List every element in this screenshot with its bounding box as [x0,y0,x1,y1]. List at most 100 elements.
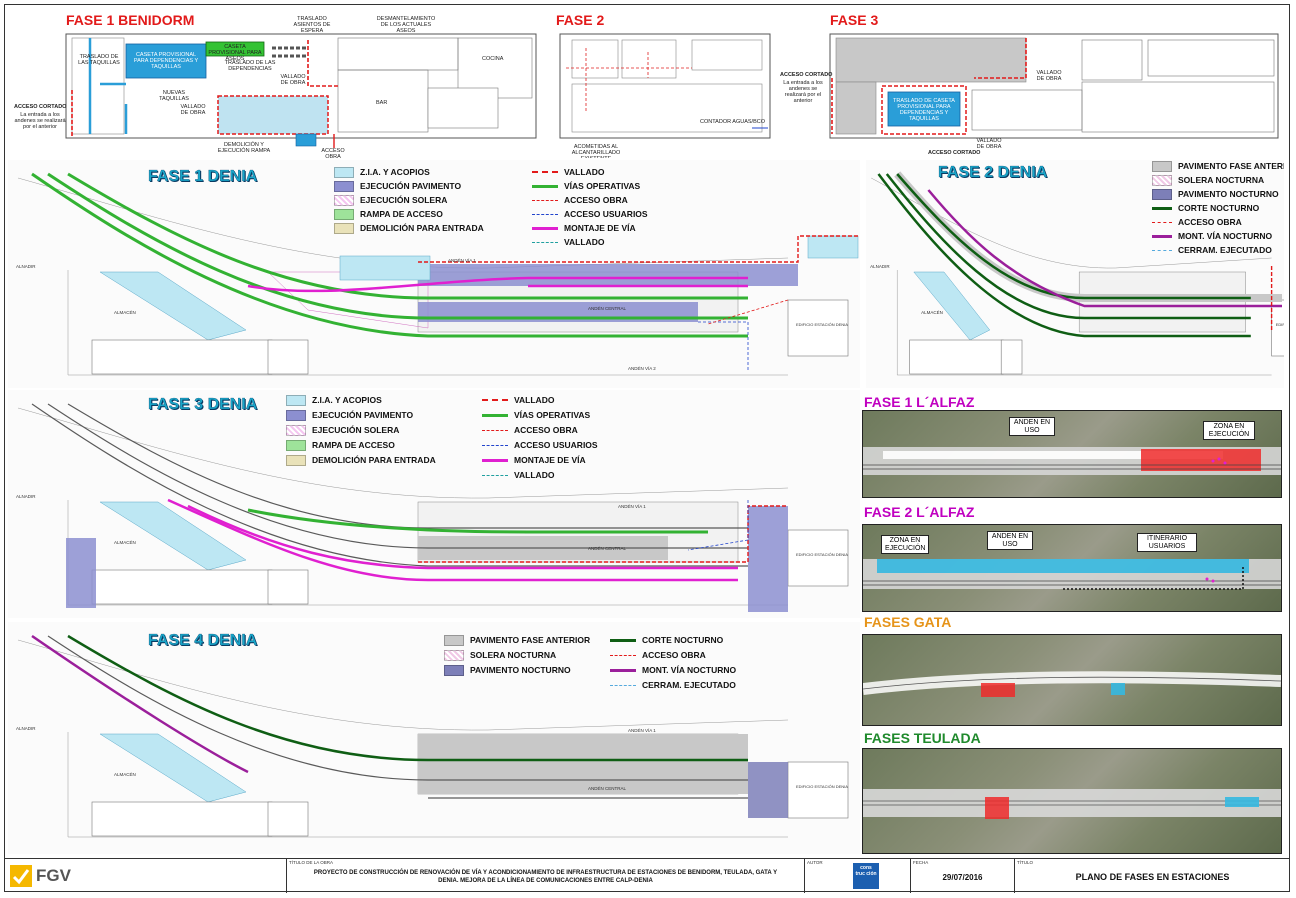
benidorm-label-demolicion: DEMOLICIÓN Y EJECUCIÓN RAMPA [217,142,271,154]
obra-head: TÍTULO DE LA OBRA [289,860,334,865]
denia-fase3-legend: Z.I.A. Y ACOPIOS EJECUCIÓN PAVIMENTO EJE… [286,394,646,490]
building-footprint [91,339,273,375]
acceso-obra-line [532,199,558,201]
building-footprint [1000,339,1023,375]
legend-label: ACCESO OBRA [514,425,578,435]
building-footprint [91,569,273,605]
legend-label: CORTE NOCTURNO [642,635,724,645]
building-footprint [267,801,309,837]
legend-label: PAVIMENTO NOCTURNO [470,665,571,675]
benidorm-fase3-title: FASE 3 [830,12,879,28]
legend-label: CERRAM. EJECUTADO [1178,245,1272,255]
platform-label: ANDÉN VÍA 2 [628,365,656,371]
fase2-label-contador: CONTADOR AGUAS/BCO [700,119,765,125]
obra-line2: DENIA. MEJORA DE LA LÍNEA DE COMUNICACIO… [438,878,653,884]
cerram-line [1152,249,1172,251]
pav-noct-swatch [1152,188,1172,200]
legend-item-acceso-obra: ACCESO OBRA [610,649,706,661]
benidorm-label-caseta: CASETA PROVISIONAL PARA DEPENDENCIAS Y T… [133,52,199,70]
warehouse-label: ALMACÉN [114,309,136,315]
title-block-obra-cell: TÍTULO DE LA OBRA PROYECTO DE CONSTRUCCI… [286,859,804,893]
vias-track [247,508,708,534]
legend-label: VÍAS OPERATIVAS [564,181,641,191]
legend-item-zia: Z.I.A. Y ACOPIOS [334,166,430,178]
pavimento-area [66,538,96,608]
benidorm-label-cocina: COCINA [482,56,504,62]
benidorm-fase2-title: FASE 2 [556,12,605,28]
denia-fase1-legend: Z.I.A. Y ACOPIOS EJECUCIÓN PAVIMENTO EJE… [334,166,694,262]
legend-item-vallado-teal: VALLADO [532,236,604,248]
legend-item-acceso-obra: ACCESO OBRA [482,424,578,436]
building-footprint [91,801,273,837]
benidorm-fase1-plan [65,33,537,148]
legend-label: VALLADO [514,470,555,480]
legend-item-solera: EJECUCIÓN SOLERA [334,194,447,206]
legend-label: MONTAJE DE VÍA [564,223,636,233]
title-block-logo-cell: FGV [4,859,286,893]
legend-item-vias: VÍAS OPERATIVAS [532,180,640,192]
track-line [47,172,748,320]
building-footprint [267,339,309,375]
alnadir-label: ALNADIR [16,264,36,269]
track-line [885,173,1251,320]
fecha-head: FECHA [913,860,929,865]
demolicion-swatch [334,222,354,234]
acceso-usuarios-line [532,213,558,215]
legend-label: Z.I.A. Y ACOPIOS [360,167,430,177]
legend-label: ACCESO OBRA [642,650,706,660]
montaje-nocturno-track [927,189,1282,308]
alfaz-fase2-callout-zona: ZONA EN EJECUCIÓN [881,535,929,555]
cerram-line [610,684,636,686]
demolicion-swatch [286,454,306,466]
fase3-label-acceso-cortado: ACCESO CORTADO [780,72,833,78]
corte-line [610,638,636,642]
legend-item-solera: EJECUCIÓN SOLERA [286,424,399,436]
legend-label: VALLADO [564,167,605,177]
alfaz-fase1-overlay [863,447,1281,475]
denia-fase1-title: FASE 1 DENIA [148,168,258,185]
vallado-teal-line [482,474,508,476]
alfaz-fase2-panel: FASE 2 L´ALFAZ ZONA EN EJECUCIÓN ANDEN E… [862,504,1284,612]
denia-fase2-title: FASE 2 DENIA [938,164,1048,181]
benidorm-label-vallado-2: VALLADO DE OBRA [280,74,306,86]
fase3-label-vallado-2: VALLADO DE OBRA [976,138,1002,150]
legend-label: ACCESO OBRA [1178,217,1242,227]
zia-swatch [334,166,354,178]
alfaz-fase1-aerial: ANDEN EN USO ZONA EN EJECUCIÓN [862,410,1282,498]
gata-panel: FASES GATA [862,614,1284,726]
pavimento-swatch [286,409,306,421]
track-line [31,172,748,338]
montaje-line [482,458,508,462]
benidorm-label-bar: BAR [376,100,388,106]
rampa-swatch [286,439,306,451]
legend-label: ACCESO OBRA [564,195,628,205]
benidorm-label-taquillas: TRASLADO DE LAS TAQUILLAS [78,54,120,66]
legend-item-montaje: MONTAJE DE VÍA [532,222,636,234]
montaje-nocturno-track [31,634,249,774]
legend-label: ACCESO USUARIOS [514,440,598,450]
legend-label: SOLERA NOCTURNA [470,650,557,660]
legend-label: SOLERA NOCTURNA [1178,175,1265,185]
station-building-label: EDIFICIO ESTACIÓN DENIA [796,552,848,557]
legend-item-corte: CORTE NOCTURNO [1152,202,1259,214]
alfaz-fase1-callout-zona: ZONA EN EJECUCIÓN [1203,421,1255,441]
mont-noct-line [610,668,636,672]
zia-area [99,501,247,571]
benidorm-label-acceso-cortado: ACCESO CORTADO [14,104,67,110]
gata-aerial [862,634,1282,726]
title-block-fecha-cell: FECHA 29/07/2016 [910,859,1014,893]
plano-head: TÍTULO [1017,860,1034,865]
alfaz-fase2-aerial: ZONA EN EJECUCIÓN ANDEN EN USO ITINERARI… [862,524,1282,612]
legend-item-vallado: VALLADO [532,166,604,178]
vallado-line [418,505,788,563]
legend-item-pav-anterior: PAVIMENTO FASE ANTERIOR [1152,160,1284,172]
title-block: FGV TÍTULO DE LA OBRA PROYECTO DE CONSTR… [4,858,1290,893]
denia-fase2-legend: PAVIMENTO FASE ANTERIOR SOLERA NOCTURNA … [1152,160,1284,260]
teulada-title: FASES TEULADA [864,730,981,746]
vallado-line [482,399,508,401]
platform-label: ANDÉN CENTRAL [588,305,627,311]
legend-label: PAVIMENTO NOCTURNO [1178,189,1279,199]
